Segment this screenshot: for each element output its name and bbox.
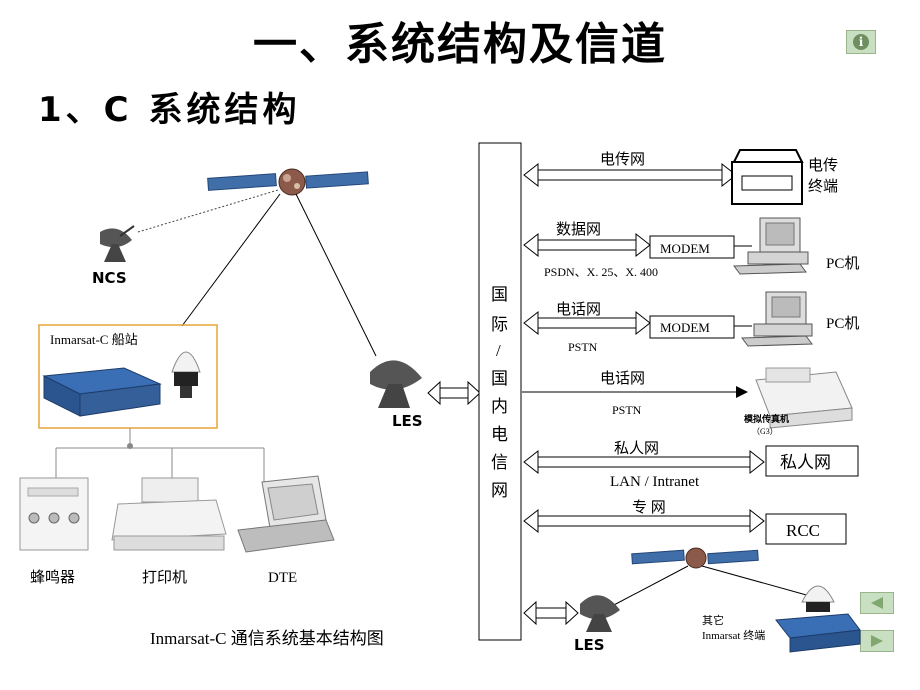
telex-terminal-label-1: 电传 (808, 157, 838, 174)
svg-text:网: 网 (491, 481, 508, 500)
psdn-label: PSDN、X. 25、X. 400 (544, 265, 658, 279)
private-net-box-label: 私人网 (780, 453, 831, 472)
telex-terminal-label-2: 终端 (808, 178, 838, 195)
les-label: LES (392, 412, 423, 430)
les2-network-arrow (523, 600, 579, 626)
sat-ship-link (181, 193, 281, 327)
phone-net-label-1: 电话网 (556, 301, 601, 318)
modem-box-1 (649, 235, 735, 259)
info-icon: i (853, 34, 869, 50)
private-net-box (765, 445, 859, 477)
private-net-label: 私人网 (614, 440, 659, 457)
slide-subtitle: 1、C 系统结构 (38, 90, 301, 130)
svg-text:/: / (496, 341, 501, 360)
network-box (478, 142, 522, 641)
les2-dish-icon (580, 595, 620, 632)
svg-text:信: 信 (491, 453, 508, 472)
dedicated-net-arrow (523, 508, 765, 534)
slide-title: 一、系统结构及信道 (253, 19, 667, 70)
network-box-text: 国 际 / 国 内 电 信 网 (491, 285, 508, 500)
fax-icon (755, 367, 853, 429)
printer-label: 打印机 (142, 569, 187, 586)
sat2-terminal-link (701, 565, 811, 597)
laptop-icon (237, 475, 335, 553)
svg-text:国: 国 (491, 285, 508, 304)
ship-terminal-icon (42, 367, 162, 417)
ncs-link (137, 189, 279, 233)
rcc-label: RCC (786, 521, 820, 540)
modem-label-2: MODEM (660, 320, 710, 335)
other-terminal-icon (775, 585, 861, 653)
pstn-label-2: PSTN (612, 403, 642, 417)
data-net-label: 数据网 (556, 221, 601, 238)
diagram-caption: Inmarsat-C 通信系统基本结构图 (150, 629, 384, 648)
prev-slide-button[interactable] (860, 592, 894, 614)
sat2-les2-link (611, 565, 689, 607)
modem-box-2 (649, 315, 735, 339)
les-network-arrow (427, 380, 481, 406)
rcc-box (765, 513, 847, 545)
modem-label-1: MODEM (660, 241, 710, 256)
fax-arrowhead (736, 386, 748, 398)
data-net-arrow (523, 232, 651, 258)
ncs-dish-icon (100, 225, 135, 262)
les2-label: LES (574, 636, 605, 654)
pstn-label-1: PSTN (568, 340, 598, 354)
info-button[interactable]: i (846, 30, 876, 54)
svg-text:电: 电 (491, 425, 508, 444)
pc-label-1: PC机 (826, 255, 859, 272)
svg-text:国: 国 (491, 369, 508, 388)
ship-antenna-icon (171, 351, 201, 398)
ship-station-label: Inmarsat-C 船站 (50, 332, 138, 347)
telex-net-label: 电传网 (600, 151, 645, 168)
sat-les-link (295, 193, 377, 357)
dte-label: DTE (268, 570, 297, 586)
buzzer-label: 蜂鸣器 (30, 569, 75, 586)
svg-text:际: 际 (491, 315, 508, 334)
dedicated-net-label: 专 网 (632, 499, 666, 516)
phone-net-arrow-1 (523, 310, 651, 336)
les-dish-icon (370, 360, 422, 408)
lan-label: LAN / Intranet (610, 474, 700, 490)
ncs-label: NCS (92, 269, 127, 287)
fax-label-2: （G3） (752, 427, 778, 436)
other-terminal-label-2: Inmarsat 终端 (702, 628, 765, 642)
ship-station-box (38, 324, 218, 429)
svg-text:内: 内 (491, 397, 508, 416)
pc-label-2: PC机 (826, 315, 859, 332)
satellite-icon-2 (631, 547, 759, 569)
telex-terminal-icon (731, 149, 804, 205)
buzzer-icon (19, 477, 89, 551)
other-terminal-label-1: 其它 (702, 613, 724, 627)
satellite-icon (207, 168, 369, 196)
printer-icon (111, 477, 227, 551)
private-net-arrow (523, 449, 765, 475)
triangle-left-icon (871, 597, 883, 609)
next-slide-button[interactable] (860, 630, 894, 652)
pc-icon-1 (733, 217, 809, 275)
phone-net-label-2: 电话网 (600, 370, 645, 387)
triangle-right-icon (871, 635, 883, 647)
fax-label-1: 模拟传真机 (744, 413, 789, 424)
pc-icon-2 (741, 291, 813, 347)
telex-arrow (523, 162, 737, 188)
